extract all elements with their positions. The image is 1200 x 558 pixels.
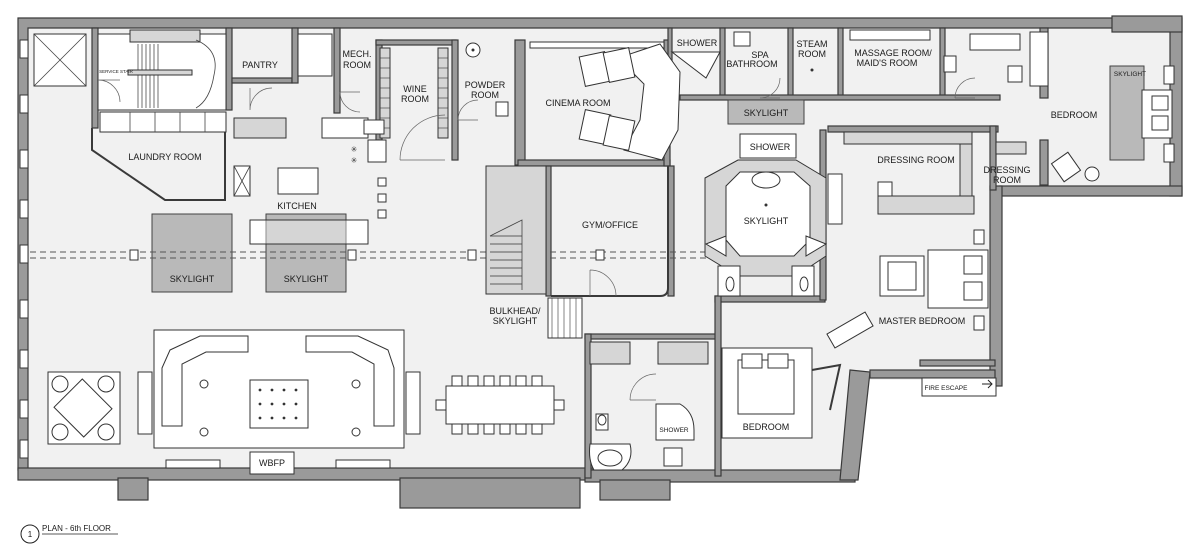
kitchen-label: KITCHEN [277,201,317,211]
svg-text:✳: ✳ [351,145,358,154]
massage-label-2: MAID'S ROOM [857,58,918,68]
pantry: PANTRY [242,33,333,111]
wine-room: WINE ROOM [379,47,449,161]
powder-label-1: POWDER [465,80,506,90]
bath-south: SHOWER [589,403,695,471]
laundry-label: LAUNDRY ROOM [128,152,201,162]
bulkhead-label-1: BULKHEAD/ [489,306,541,316]
steam-label-1: STEAM [796,39,827,49]
spa-suite: SHOWER SPA BATHROOM STEAM ROOM MASSAGE R… [670,29,1049,99]
cinema-label: CINEMA ROOM [545,98,610,108]
bedroom-ne-label: BEDROOM [1051,110,1098,120]
shower-top-label: SHOWER [677,38,718,48]
wbfp-label: WBFP [259,458,285,468]
pantry-label: PANTRY [242,60,278,70]
spa-label-2: BATHROOM [726,59,777,69]
wine-label-1: WINE [403,84,427,94]
dressing-label: DRESSING ROOM [877,155,955,165]
mech-room: MECH. ROOM [339,49,372,113]
master-bath: SHOWER SKYLIGHT [704,133,843,297]
spa-label-1: SPA [751,50,768,60]
column-markers [129,249,605,261]
master-bedroom-label: MASTER BEDROOM [879,316,966,326]
powder-room: POWDER ROOM [457,42,509,121]
left-windows [19,39,29,459]
bedroom-northeast: BEDROOM SKYLIGHT [1051,65,1175,183]
svg-text:✳: ✳ [351,156,358,165]
center-skylight: SKYLIGHT [727,99,805,125]
plan-title: PLAN - 6th FLOOR [42,524,111,533]
mech-label-1: MECH. [343,49,372,59]
dining-table [435,375,565,435]
mech-label-2: ROOM [343,60,371,70]
bulkhead-label-2: SKYLIGHT [493,316,538,326]
dressing-small-label-2: ROOM [993,175,1021,185]
dressing-room: DRESSING ROOM DRESSING ROOM [843,131,1031,215]
shower-s-label: SHOWER [659,427,689,434]
plan-title-block: 1 PLAN - 6th FLOOR [20,524,118,544]
steam-label-2: ROOM [798,49,826,59]
bulkhead-stair: BULKHEAD/ SKYLIGHT [485,165,583,339]
wine-label-2: ROOM [401,94,429,104]
fire-escape: FIRE ESCAPE [921,377,997,397]
gym-label: GYM/OFFICE [582,220,638,230]
kitchen-skylights: SKYLIGHT SKYLIGHT [151,213,369,293]
shower-master-label: SHOWER [750,142,791,152]
dressing-small-label-1: DRESSING [983,165,1030,175]
bedroom-s-label: BEDROOM [743,422,790,432]
massage-label-1: MASSAGE ROOM/ [854,48,932,58]
skylight-master-bath-label: SKYLIGHT [744,216,789,226]
living-area: WBFP [137,329,421,475]
service-stair-label: SERVICE STAIR [99,69,134,74]
skylight-mid-label: SKYLIGHT [284,274,329,284]
powder-label-2: ROOM [471,90,499,100]
fire-escape-label: FIRE ESCAPE [925,385,969,392]
skylight-left-label: SKYLIGHT [170,274,215,284]
bedroom-south: BEDROOM [589,341,842,439]
skylight-center-label: SKYLIGHT [744,108,789,118]
plan-number: 1 [28,530,33,539]
cinema-room: CINEMA ROOM [529,41,681,161]
seating-group-left [47,371,121,445]
skylight-bedroom-label: SKYLIGHT [1114,71,1146,78]
master-bedroom: MASTER BEDROOM [826,229,989,349]
laundry-room: LAUNDRY ROOM [91,79,227,201]
